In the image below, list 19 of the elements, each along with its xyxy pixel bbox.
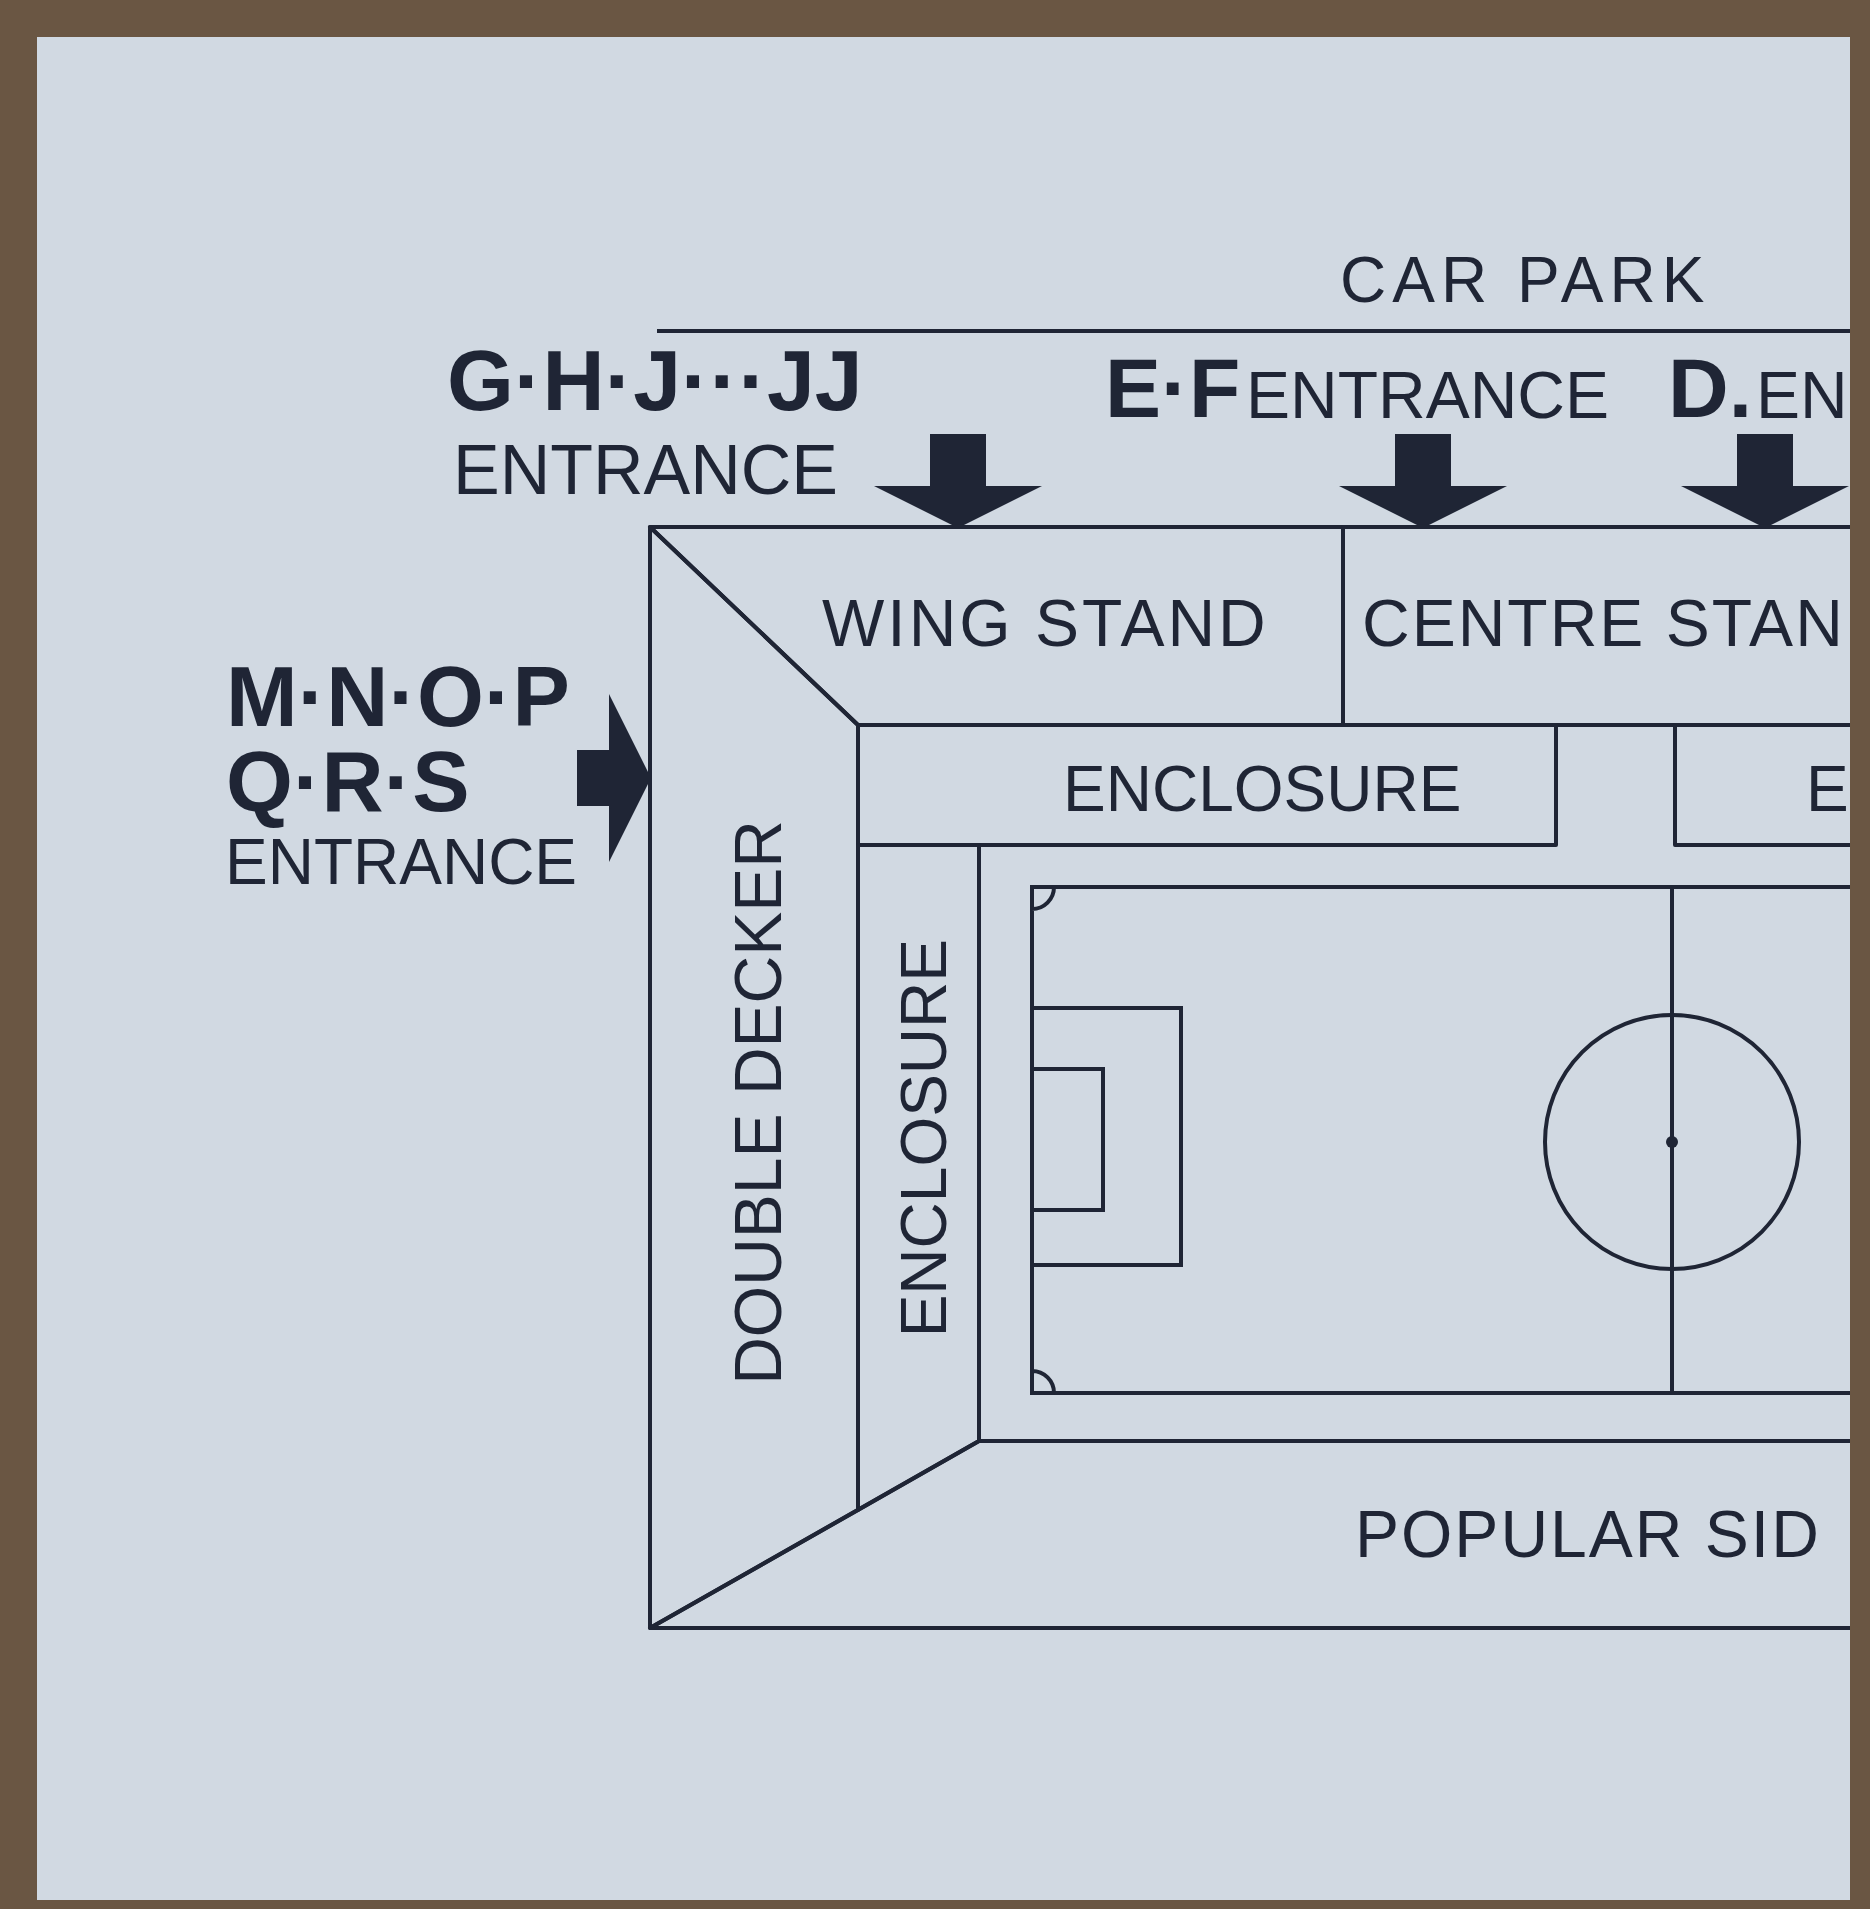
entrance-arrow [577, 694, 651, 862]
section-label: WING STAND [822, 590, 1269, 656]
section-label: DOUBLE DECKER [725, 820, 791, 1385]
entrance-letters: G·H·J···JJ [447, 337, 863, 423]
entrance-arrow [874, 434, 1042, 528]
section-label: ENCLOSURE [1063, 757, 1462, 821]
entrance-arrow [1339, 434, 1507, 528]
section-label: POPULAR SID [1355, 1501, 1821, 1567]
area-label: CAR PARK [1340, 248, 1711, 312]
section-label: CENTRE STAN [1362, 590, 1845, 656]
entrance-letters: D. [1668, 346, 1752, 430]
entrance-arrow [1681, 434, 1849, 528]
entrance-label: ENTRANCE [1246, 362, 1610, 428]
entrance-label: ENTRANCE [453, 435, 839, 505]
section-label: ENCLOSURE [892, 939, 956, 1338]
section-label: E [1806, 757, 1849, 821]
entrance-label: EN [1756, 362, 1848, 428]
entrance-label: ENTRANCE [225, 830, 578, 894]
entrance-letters: E·F [1105, 346, 1241, 430]
